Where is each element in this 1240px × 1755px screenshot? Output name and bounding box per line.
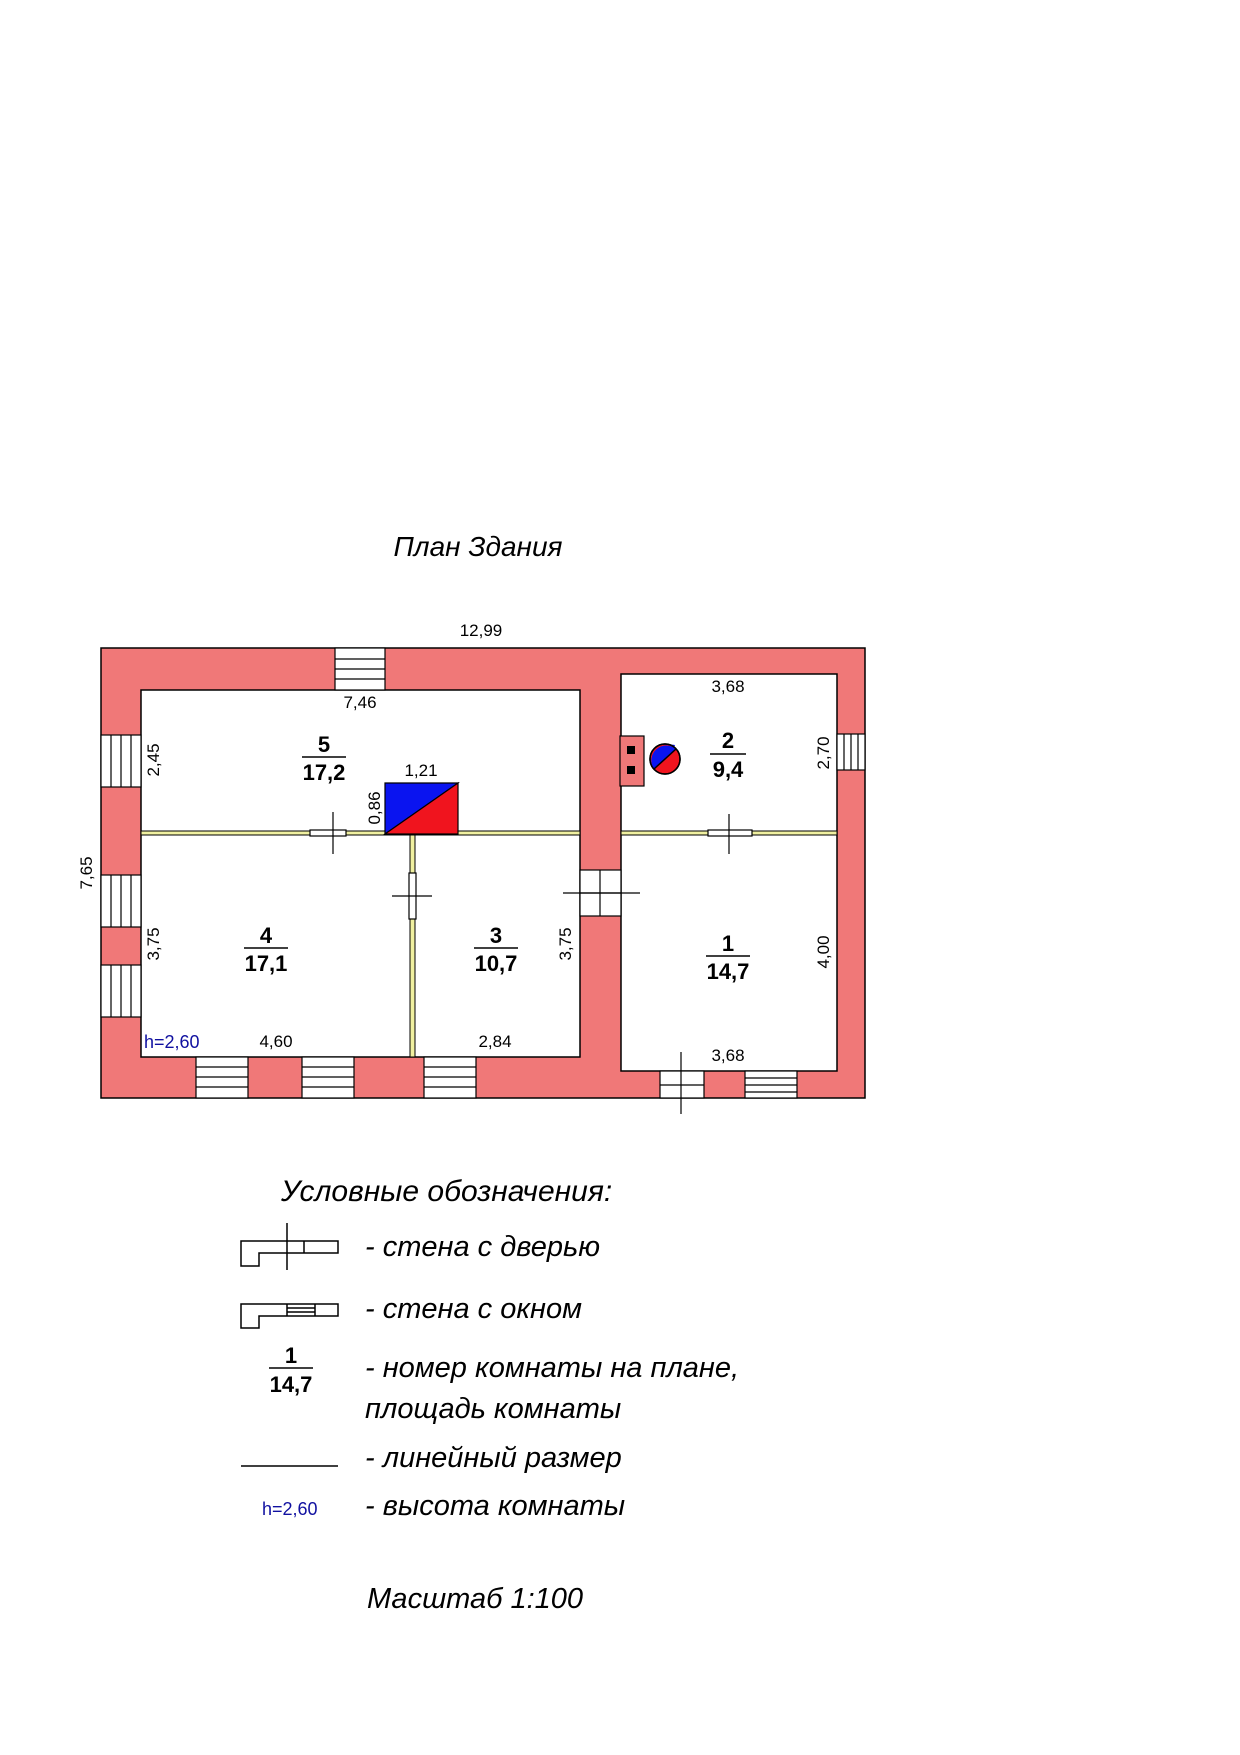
- dim-room1-width: 3,68: [711, 1046, 744, 1065]
- legend-room-number: 1: [285, 1343, 297, 1368]
- door-5-4: [309, 812, 347, 854]
- window-left-3: [100, 964, 142, 1018]
- stove: [619, 735, 645, 787]
- legend-room-sample: 1 14,7: [269, 1343, 313, 1397]
- legend-room-text-1: - номер комнаты на плане,: [365, 1352, 739, 1384]
- room-number: 3: [490, 923, 502, 948]
- legend: Условные обозначения: - стена с дверью -…: [240, 1175, 739, 1522]
- legend-door-symbol: [240, 1223, 339, 1270]
- legend-room-text-2: площадь комнаты: [365, 1393, 621, 1425]
- window-left-2: [100, 874, 142, 928]
- window-bottom-2: [301, 1056, 355, 1099]
- window-left-1: [100, 734, 142, 788]
- dim-heater-depth: 0,86: [365, 791, 384, 824]
- legend-room-area: 14,7: [270, 1372, 313, 1397]
- room-number: 2: [722, 728, 734, 753]
- room-area: 17,2: [303, 760, 346, 785]
- legend-linear-text: - линейный размер: [365, 1442, 622, 1474]
- room-label-4: 4 17,1: [244, 923, 288, 976]
- dim-room1-depth: 4,00: [814, 935, 833, 968]
- room-label-3: 3 10,7: [474, 923, 518, 976]
- heater: [383, 781, 460, 836]
- dim-room5-depth: 2,45: [144, 743, 163, 776]
- dim-overall-depth: 7,65: [77, 856, 96, 889]
- room-area: 9,4: [713, 757, 744, 782]
- windows: [100, 647, 866, 1099]
- door-entrance: [659, 1052, 705, 1114]
- room-number: 5: [318, 732, 330, 757]
- room-area: 10,7: [475, 951, 518, 976]
- room-area: 17,1: [245, 951, 288, 976]
- window-bottom-4: [744, 1070, 798, 1099]
- door-3-1: [563, 869, 640, 917]
- door-2-1: [707, 814, 753, 854]
- dim-room5-width: 7,46: [343, 693, 376, 712]
- legend-heading: Условные обозначения:: [280, 1175, 612, 1208]
- room-height: h=2,60: [144, 1032, 200, 1052]
- room-area: 14,7: [707, 959, 750, 984]
- scale-label: Масштаб 1:100: [367, 1583, 583, 1615]
- dim-room3-width: 2,84: [478, 1032, 511, 1051]
- window-right: [836, 733, 866, 771]
- room-number: 1: [722, 931, 734, 956]
- outer-walls: [100, 647, 866, 1099]
- legend-window-text: - стена с окном: [365, 1293, 582, 1325]
- doors: [309, 812, 753, 1114]
- window-top: [334, 647, 386, 691]
- dimensions: 12,99 7,65 7,46 2,45 1,21 0,86 3,68 2,70…: [77, 621, 833, 1065]
- legend-height-sample: h=2,60: [262, 1499, 318, 1519]
- room-label-5: 5 17,2: [302, 732, 346, 785]
- legend-height-text: - высота комнаты: [365, 1490, 625, 1522]
- dim-room4-width: 4,60: [259, 1032, 292, 1051]
- legend-door-text: - стена с дверью: [365, 1231, 600, 1263]
- boiler-icon: [649, 743, 681, 775]
- dim-room2-width: 3,68: [711, 677, 744, 696]
- room-number: 4: [260, 923, 273, 948]
- door-4-3: [392, 872, 432, 920]
- room-label-2: 2 9,4: [710, 728, 746, 782]
- dim-heater-width: 1,21: [404, 761, 437, 780]
- plan-title: План Здания: [393, 531, 562, 562]
- dim-room4-depth: 3,75: [144, 927, 163, 960]
- dim-room2-depth: 2,70: [814, 736, 833, 769]
- dim-overall-width: 12,99: [460, 621, 503, 640]
- window-bottom-1: [195, 1056, 249, 1099]
- legend-window-symbol: [240, 1303, 339, 1329]
- room-label-1: 1 14,7: [706, 931, 750, 984]
- dim-room3-depth: 3,75: [556, 927, 575, 960]
- window-bottom-3: [423, 1056, 477, 1099]
